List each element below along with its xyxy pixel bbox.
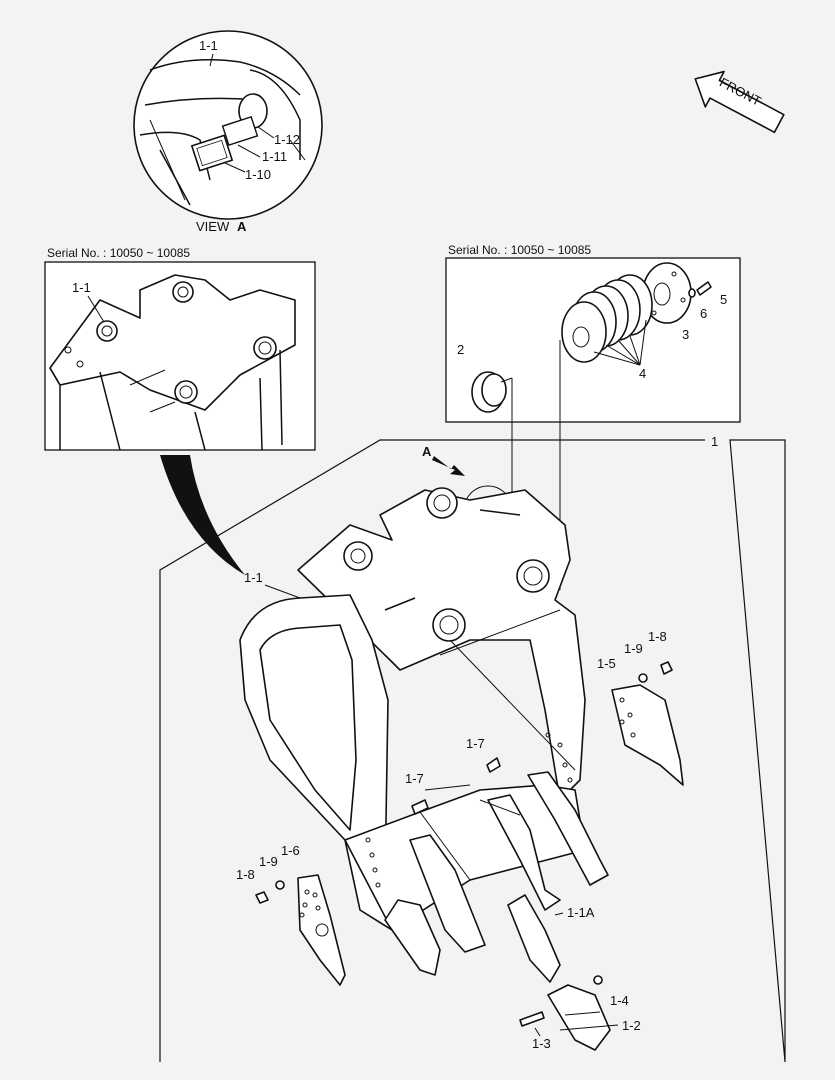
label-1-1a: 1-1A — [567, 905, 595, 920]
label-p4: 4 — [639, 366, 646, 381]
label-1-9-right: 1-9 — [624, 641, 643, 656]
callout-arrow-icon — [160, 455, 245, 575]
inset-left-drawing — [49, 274, 296, 451]
label-1-8-left: 1-8 — [236, 867, 255, 882]
label-detail-1-11: 1-11 — [262, 149, 287, 164]
label-1-7-lower: 1-7 — [405, 771, 424, 786]
main-frame — [159, 439, 786, 1063]
view-a-detail — [133, 30, 323, 220]
serial-left: Serial No. : 10050 ~ 10085 — [47, 246, 190, 260]
label-1-3: 1-3 — [532, 1036, 551, 1051]
label-p1: 1 — [711, 434, 718, 449]
arrow-letter: A — [422, 444, 432, 459]
label-inset-1-1: 1-1 — [72, 280, 91, 295]
bucket-assembly — [239, 487, 684, 1051]
view-label: VIEW — [196, 219, 230, 234]
label-detail-1-10: 1-10 — [245, 167, 271, 182]
label-detail-1-1: 1-1 — [199, 38, 218, 53]
serial-right: Serial No. : 10050 ~ 10085 — [448, 243, 591, 257]
view-a-arrow-icon — [432, 456, 465, 476]
label-1-7-upper: 1-7 — [466, 736, 485, 751]
label-p5: 5 — [720, 292, 727, 307]
label-1-8-right: 1-8 — [648, 629, 667, 644]
label-p6: 6 — [700, 306, 707, 321]
inset-right-drawing — [471, 262, 712, 413]
front-arrow-icon — [694, 70, 785, 134]
label-main-1-1: 1-1 — [244, 570, 263, 585]
label-1-5: 1-5 — [597, 656, 616, 671]
label-p2: 2 — [457, 342, 464, 357]
label-1-2: 1-2 — [622, 1018, 641, 1033]
label-detail-1-12: 1-12 — [274, 132, 300, 147]
label-1-6: 1-6 — [281, 843, 300, 858]
view-letter: A — [237, 219, 247, 234]
label-1-4: 1-4 — [610, 993, 629, 1008]
label-1-9-left: 1-9 — [259, 854, 278, 869]
label-p3: 3 — [682, 327, 689, 342]
